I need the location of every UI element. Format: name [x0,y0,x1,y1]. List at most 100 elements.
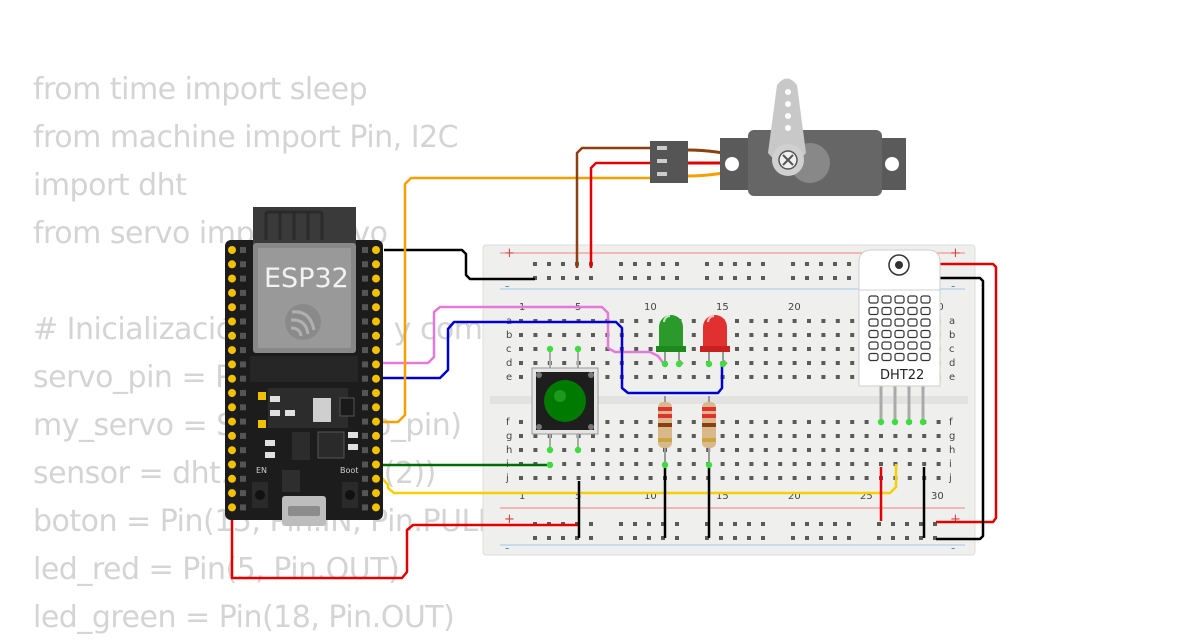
breadboard-hole [562,476,567,480]
connection-dot [705,360,713,368]
row-letter: c [949,344,955,355]
column-number: 20 [788,491,801,502]
breadboard-hole [591,462,595,466]
breadboard-hole [835,462,840,466]
breadboard-hole [720,462,725,466]
esp32-board[interactable]: ESP32 EN Boot [225,207,383,526]
breadboard-hole [835,361,840,365]
wire-vin-red[interactable] [230,508,580,580]
push-button[interactable] [531,352,599,450]
wire-gnd-black[interactable] [384,248,535,281]
vent-slot [868,318,879,327]
header-pin [228,489,236,498]
resistor[interactable] [658,396,672,467]
wire-led-green-pink[interactable] [375,305,665,365]
rail-plus-label: + [950,512,961,527]
breadboard-hole [847,262,851,266]
breadboard-hole [619,262,623,266]
breadboard-hole [561,262,565,266]
row-letter: c [506,344,512,355]
header-pin [372,246,380,254]
breadboard-hole [922,448,927,452]
breadboard-hole [747,276,751,280]
breadboard-hole [562,333,567,337]
breadboard-hole [547,536,551,540]
breadboard-hole [850,476,855,480]
breadboard-hole [647,522,651,526]
breadboard-hole [705,536,709,540]
breadboard-hole [735,319,739,323]
breadboard-hole [647,276,651,280]
wire-servo-signal-orange[interactable] [375,176,656,424]
breadboard-hole [763,476,768,480]
row-letter: e [949,372,955,383]
connection-dot [675,360,683,368]
header-pin [228,246,236,254]
breadboard-hole [807,375,811,379]
vent-slot [907,341,918,350]
code-line: led_green = Pin(18, Pin.OUT) [33,600,455,635]
breadboard-hole [735,462,739,466]
servo-motor[interactable] [650,78,906,197]
header-pin [372,346,380,355]
connection-dot [877,418,885,426]
header-pin [372,431,380,440]
wire-dht-gnd-black[interactable] [936,276,985,541]
breadboard-hole [763,448,768,452]
breadboard-hole [735,375,739,379]
header-pin [372,503,380,512]
breadboard-hole [633,536,637,540]
wire-servo-vcc-red[interactable] [589,161,658,268]
connection-dot [574,446,582,454]
esp32-pin-headers [228,246,380,512]
header-pin [228,460,236,469]
breadboard-hole [519,476,523,480]
breadboard-hole [691,347,696,351]
pin-silkscreen [240,289,246,296]
breadboard-hole [648,420,653,424]
breadboard-hole [661,522,665,526]
breadboard-hole [691,434,696,438]
breadboard-hole [792,434,797,438]
row-letter: a [949,316,955,327]
pin-silkscreen [240,304,246,311]
wire-led-red-blue[interactable] [375,320,724,395]
pin-silkscreen [240,347,246,354]
breadboard-hole [733,536,737,540]
breadboard-hole [792,375,797,379]
breadboard-hole [792,462,797,466]
resistor[interactable] [702,396,716,467]
breadboard-hole [833,276,837,280]
vent-slot [920,341,931,350]
breadboard-hole [533,361,538,365]
breadboard-hole [634,319,639,323]
breadboard-hole [805,536,809,540]
header-pin [228,389,236,397]
dht22-sensor[interactable]: DHT22 [858,249,941,422]
breadboard-hole [763,462,768,466]
servo-horn[interactable] [768,78,806,165]
breadboard-hole [719,262,723,266]
wire-servo-gnd-brown[interactable] [575,146,658,268]
breadboard-hole [519,434,523,438]
breadboard-hole [605,448,610,452]
breadboard-hole [763,347,768,351]
breadboard-hole [675,262,679,266]
column-number: 20 [788,302,801,313]
rail-minus-label: - [951,279,955,293]
breadboard-hole [907,434,912,438]
pin-silkscreen [362,332,368,339]
pin-silkscreen [240,390,246,396]
breadboard-hole [619,319,624,323]
breadboard-hole [648,375,653,379]
vent-slot [881,306,892,316]
breadboard-hole [705,262,709,266]
pin-silkscreen [240,404,246,411]
servo-connector [650,141,688,183]
header-pin [372,489,380,498]
breadboard-hole [619,420,624,424]
breadboard-hole [675,536,679,540]
pin-silkscreen [240,375,246,382]
header-pin [372,288,380,297]
breadboard-hole [691,333,696,337]
